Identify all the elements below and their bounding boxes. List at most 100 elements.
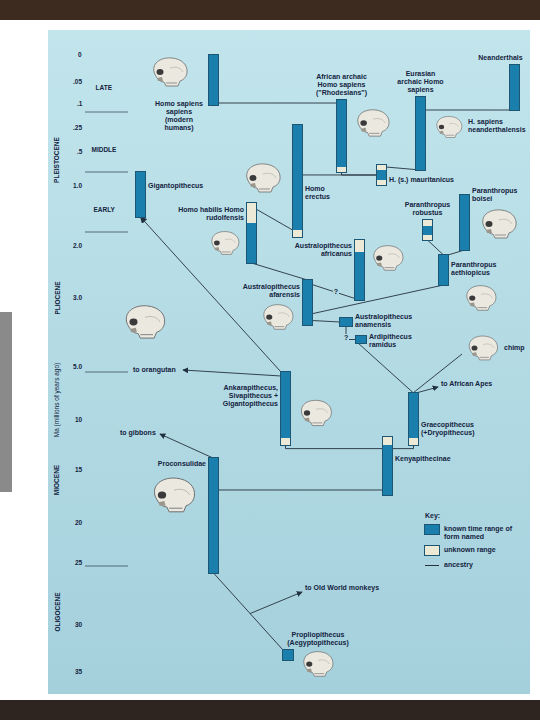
- axis-tick-label: 2.0: [73, 242, 82, 250]
- taxon-label: Gigantopithecus: [148, 182, 210, 190]
- taxon-label: Australopithecus africanus: [286, 242, 352, 258]
- taxon-range-bar: Proconsulidae: [209, 458, 218, 573]
- skull-illustration: [304, 652, 333, 677]
- unknown-range: [423, 235, 432, 240]
- legend-heading: Key:: [425, 512, 440, 520]
- taxon-range-bar: Australopithecus afarensis: [303, 280, 312, 325]
- skull-illustration: [126, 306, 164, 338]
- photo-bottom-band: [0, 700, 540, 720]
- subepoch-label: LATE: [96, 84, 113, 92]
- legend-text: ancestry: [444, 561, 524, 569]
- taxon-range-bar: Paranthropus boisei: [460, 195, 469, 250]
- axis-tick-label: 30: [75, 621, 82, 629]
- taxon-range-bar: Kenyapithecinae: [383, 437, 392, 495]
- edge-label: ?: [343, 334, 349, 342]
- known-range: [303, 280, 312, 325]
- axis-tick-label: 20: [75, 519, 82, 527]
- legend-swatch: [425, 546, 439, 555]
- known-range: [281, 372, 290, 438]
- known-range: [209, 55, 218, 105]
- taxon-range-bar: Paranthropus robustus: [423, 220, 432, 240]
- taxon-range-bar: Eurasian archaic Homo sapiens: [416, 97, 425, 170]
- skull-illustration: [154, 58, 187, 86]
- known-range: [356, 336, 366, 343]
- legend-line-sample: [425, 565, 439, 566]
- legend-text: known time range of form named: [444, 525, 524, 541]
- known-range: [377, 170, 386, 180]
- unknown-range: [337, 167, 346, 172]
- ancestry-line: [286, 445, 384, 449]
- taxon-range-bar: Propliopithecus (Aegyptopithecus): [283, 650, 293, 660]
- taxon-range-bar: H. (s.) mauritanicus: [377, 165, 386, 185]
- taxon-label: Graecopithecus (+Dryopithecus): [421, 421, 485, 437]
- known-range: [340, 318, 352, 326]
- unknown-range: [281, 438, 290, 445]
- skull-illustration: [483, 210, 516, 238]
- axis-tick-label: 0: [78, 51, 82, 59]
- skull-illustration: [301, 400, 331, 425]
- ancestry-line: [312, 321, 340, 323]
- taxon-label: Australopithecus anamensis: [355, 313, 419, 329]
- known-range: [383, 445, 392, 495]
- taxon-label: African archaic Homo sapiens ("Rhodesian…: [314, 73, 370, 97]
- taxon-range-bar: Homo habilis Homo rudolfensis: [247, 203, 256, 263]
- taxon-label: H. (s.) mauritanicus: [389, 176, 469, 184]
- axis-tick-label: 25: [75, 559, 82, 567]
- taxon-label: Propliopithecus (Aegyptopithecus): [282, 631, 354, 647]
- known-range: [209, 458, 218, 573]
- epoch-label: OLIGOCENE: [53, 592, 61, 631]
- unknown-range: [293, 230, 302, 237]
- epoch-divider: [85, 172, 128, 173]
- taxon-range-bar: Graecopithecus (+Dryopithecus): [409, 393, 418, 445]
- known-range: [423, 226, 432, 235]
- skull-illustration: [154, 478, 194, 512]
- taxon-range-bar: Neanderthals: [510, 65, 519, 110]
- epoch-divider: [85, 566, 128, 567]
- ancestry-line: [413, 354, 462, 393]
- taxon-label: Ankarapithecus, Sivapithecus + Gigantopi…: [214, 384, 278, 408]
- epoch-label: PLEISTOCENE: [53, 137, 61, 183]
- unknown-range: [383, 437, 392, 445]
- legend-text: unknown range: [444, 546, 524, 554]
- skull-illustration: [374, 246, 403, 271]
- taxon-range-bar: Australopithecus anamensis: [340, 318, 352, 326]
- known-range: [337, 100, 346, 167]
- ancestry-line: [312, 285, 444, 314]
- chart-panel: [48, 30, 530, 694]
- axis-tick-label: 1.0: [73, 182, 82, 190]
- axis-tick-label: .05: [73, 78, 82, 86]
- unknown-range: [409, 438, 418, 445]
- epoch-label: PLIOCENE: [53, 281, 61, 314]
- taxon-label: Kenyapithecinae: [395, 455, 465, 463]
- legend-entry: ancestry: [425, 561, 524, 569]
- edge-label: ?: [333, 288, 339, 296]
- lineage-arrow: [160, 434, 213, 458]
- axis-tick-label: 10: [75, 416, 82, 424]
- taxon-range-bar: Ardipithecus ramidus: [356, 336, 366, 343]
- ancestry-line: [392, 445, 414, 449]
- taxon-range-bar: Homo erectus: [293, 125, 302, 237]
- lineage-pointer-label: to gibbons: [120, 429, 156, 437]
- axis-tick-label: 5.0: [73, 363, 82, 371]
- lineage-arrow: [183, 370, 281, 376]
- known-range: [293, 125, 302, 230]
- known-range: [283, 650, 293, 660]
- taxon-range-bar: Homo sapiens sapiens (modern humans): [209, 55, 218, 105]
- lineage-pointer-label: to African Apes: [441, 380, 492, 388]
- known-range: [136, 172, 145, 217]
- ancestry-line: [428, 240, 444, 255]
- axis-title: Ma (millions of years ago): [53, 363, 61, 437]
- ancestry-line: [358, 343, 414, 393]
- taxon-label: Neanderthals: [476, 54, 526, 62]
- taxon-caption: chimp: [504, 344, 525, 352]
- known-range: [510, 65, 519, 110]
- legend-entry: unknown range: [425, 546, 524, 554]
- skull-illustration: [469, 336, 497, 360]
- ancestry-line: [218, 103, 337, 104]
- known-range: [460, 195, 469, 250]
- axis-tick-label: 35: [75, 668, 82, 676]
- skull-illustration: [264, 305, 293, 330]
- known-range: [247, 223, 256, 263]
- subepoch-label: MIDDLE: [92, 146, 117, 154]
